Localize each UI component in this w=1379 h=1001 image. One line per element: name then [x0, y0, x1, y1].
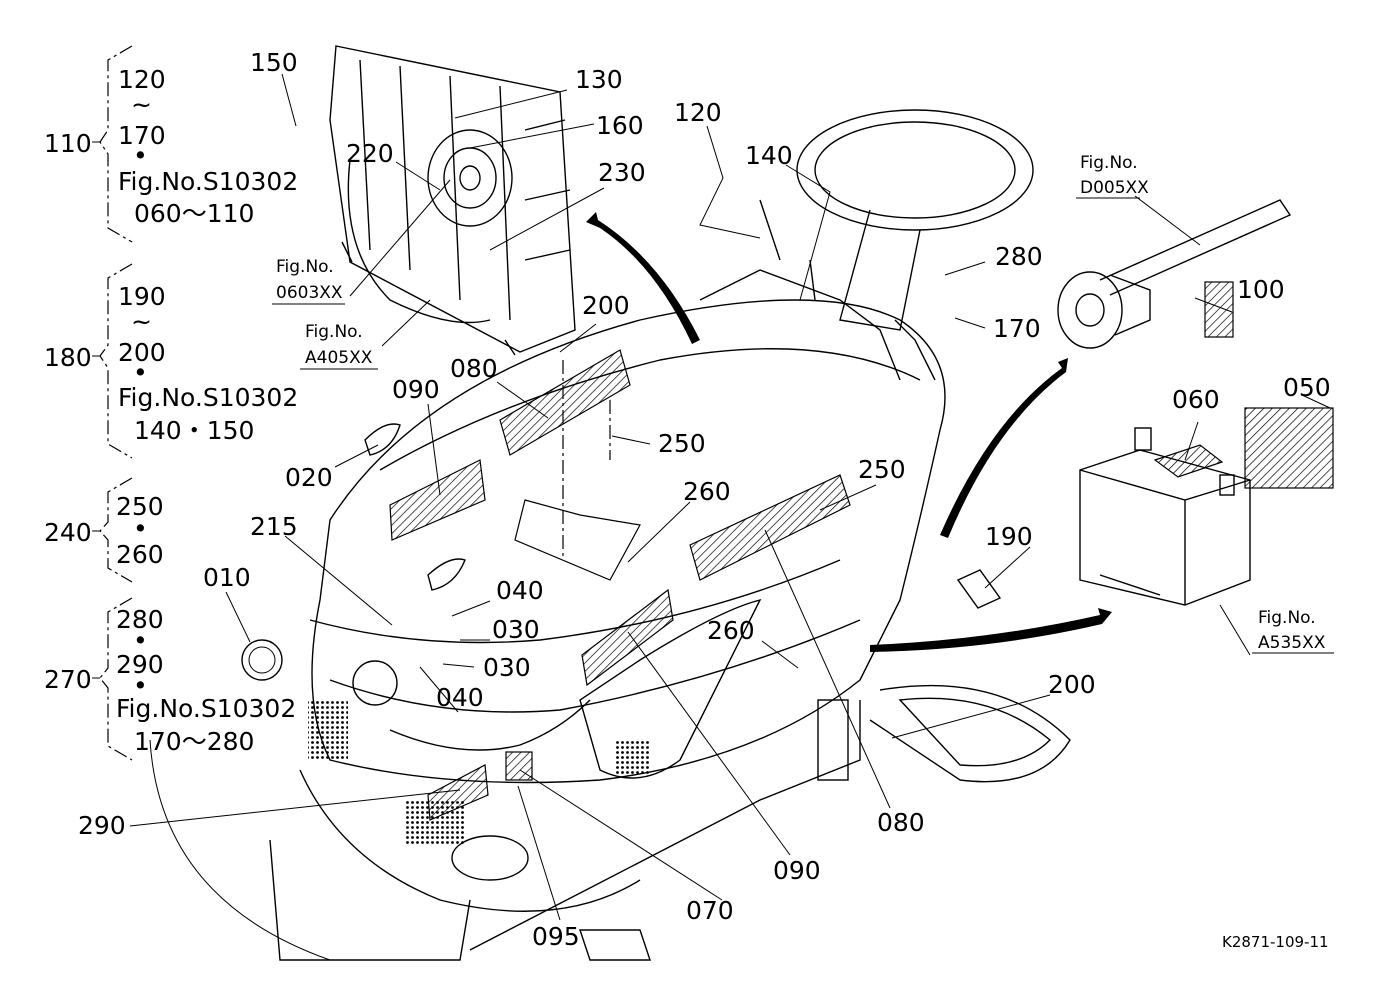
figure-ref-D005XX: Fig.No. D005XX	[1076, 153, 1149, 199]
callout-010: 010	[203, 563, 251, 592]
group-180-line-1: 190	[118, 282, 166, 311]
group-240-line-2: •	[133, 514, 148, 543]
group-180: 180 190 ~ 200 • Fig.No.S10302 140・150	[44, 263, 298, 459]
group-180-line-5: Fig.No.S10302	[118, 383, 298, 412]
callout-095: 095	[532, 922, 580, 951]
group-270-line-1: 280	[116, 605, 164, 634]
decals	[241, 281, 1334, 821]
callout-170: 170	[993, 314, 1041, 343]
callout-040-upper: 040	[496, 576, 544, 605]
callout-130: 130	[575, 65, 623, 94]
group-110-line-6: 060～110	[134, 199, 254, 228]
callout-100: 100	[1237, 275, 1285, 304]
callout-260-center: 260	[683, 477, 731, 506]
callout-140: 140	[745, 141, 793, 170]
decal-290	[427, 764, 489, 821]
group-270: 270 280 • 290 • Fig.No.S10302 170～280	[44, 597, 296, 761]
group-110-line-2: ~	[131, 90, 152, 119]
figref-title: Fig.No.	[305, 322, 363, 342]
group-180-line-2: ~	[131, 307, 152, 336]
emblem-020	[364, 423, 401, 456]
group-180-id: 180	[44, 343, 92, 372]
callout-030-upper: 030	[492, 615, 540, 644]
callout-020: 020	[285, 463, 333, 492]
group-240-id: 240	[44, 518, 92, 547]
group-270-line-6: 170～280	[134, 727, 254, 756]
callout-200-top: 200	[582, 291, 630, 320]
group-110-line-5: Fig.No.S10302	[118, 167, 298, 196]
callout-150: 150	[250, 48, 298, 77]
figure-ref-A535XX: Fig.No. A535XX	[1252, 608, 1334, 654]
steering-wheel-drawing	[699, 109, 1034, 381]
decal-090-side	[581, 588, 674, 687]
callout-080-top: 080	[450, 354, 498, 383]
radiator-shroud-drawing	[329, 45, 576, 356]
group-180-line-6: 140・150	[134, 416, 254, 445]
callout-260-lower: 260	[707, 616, 755, 645]
callout-060: 060	[1172, 385, 1220, 414]
callout-190: 190	[985, 522, 1033, 551]
figref-code: A405XX	[305, 348, 373, 368]
emblem-010	[241, 639, 283, 681]
callout-290: 290	[78, 811, 126, 840]
callout-250-right: 250	[858, 455, 906, 484]
group-180-line-3: 200	[118, 338, 166, 367]
figref-title: Fig.No.	[1080, 153, 1138, 173]
group-240: 240 250 • 260	[44, 477, 164, 583]
left-grille	[308, 700, 348, 760]
figure-ref-A405XX: Fig.No. A405XX	[300, 322, 378, 370]
decal-080-side	[689, 474, 851, 581]
decal-050	[1244, 407, 1334, 489]
callout-labels: 150 130 160 220 230 120 140 280 170 100 …	[78, 48, 1331, 951]
figref-code: D005XX	[1080, 178, 1149, 198]
callout-220: 220	[346, 139, 394, 168]
callout-230: 230	[598, 158, 646, 187]
callout-215: 215	[250, 512, 298, 541]
group-270-line-4: •	[133, 671, 148, 700]
callout-090-lower: 090	[773, 856, 821, 885]
decal-090-top	[389, 459, 486, 541]
group-240-line-1: 250	[116, 492, 164, 521]
decal-100	[1204, 281, 1234, 338]
group-270-line-2: •	[133, 626, 148, 655]
drawing-id: K2871-109-11	[1222, 933, 1329, 951]
group-240-line-3: 260	[116, 540, 164, 569]
group-110-line-3: 170	[118, 121, 166, 150]
callout-080-lower: 080	[877, 808, 925, 837]
figure-ref-0603XX: Fig.No. 0603XX	[272, 257, 345, 305]
callout-070: 070	[686, 896, 734, 925]
group-110-id: 110	[44, 129, 92, 158]
group-180-line-4: •	[133, 358, 148, 387]
group-270-line-5: Fig.No.S10302	[116, 694, 296, 723]
group-110-line-4: •	[133, 141, 148, 170]
figref-code: A535XX	[1258, 633, 1326, 653]
callout-090-top: 090	[392, 375, 440, 404]
callout-050: 050	[1283, 373, 1331, 402]
driveshaft-drawing	[1057, 199, 1292, 349]
group-110-line-1: 120	[118, 65, 166, 94]
callout-250-center: 250	[658, 429, 706, 458]
decal-190	[956, 569, 1002, 609]
callout-200-lower: 200	[1048, 670, 1096, 699]
figref-title: Fig.No.	[276, 257, 334, 277]
leader-lines	[129, 73, 1331, 921]
callout-040-lower: 040	[436, 683, 484, 712]
group-270-id: 270	[44, 665, 92, 694]
side-grille	[615, 740, 650, 775]
group-270-line-3: 290	[116, 650, 164, 679]
frame-and-seat-drawing	[149, 684, 1071, 961]
callout-160: 160	[596, 111, 644, 140]
decal-080-top	[499, 349, 631, 456]
callout-280: 280	[995, 242, 1043, 271]
direction-arrows	[586, 212, 1112, 652]
battery-drawing	[1079, 427, 1251, 606]
figref-title: Fig.No.	[1258, 608, 1316, 628]
callout-120: 120	[674, 98, 722, 127]
callout-030-lower: 030	[483, 653, 531, 682]
figref-code: 0603XX	[276, 283, 343, 303]
group-110: 110 120 ~ 170 • Fig.No.S10302 060～110	[44, 45, 298, 243]
